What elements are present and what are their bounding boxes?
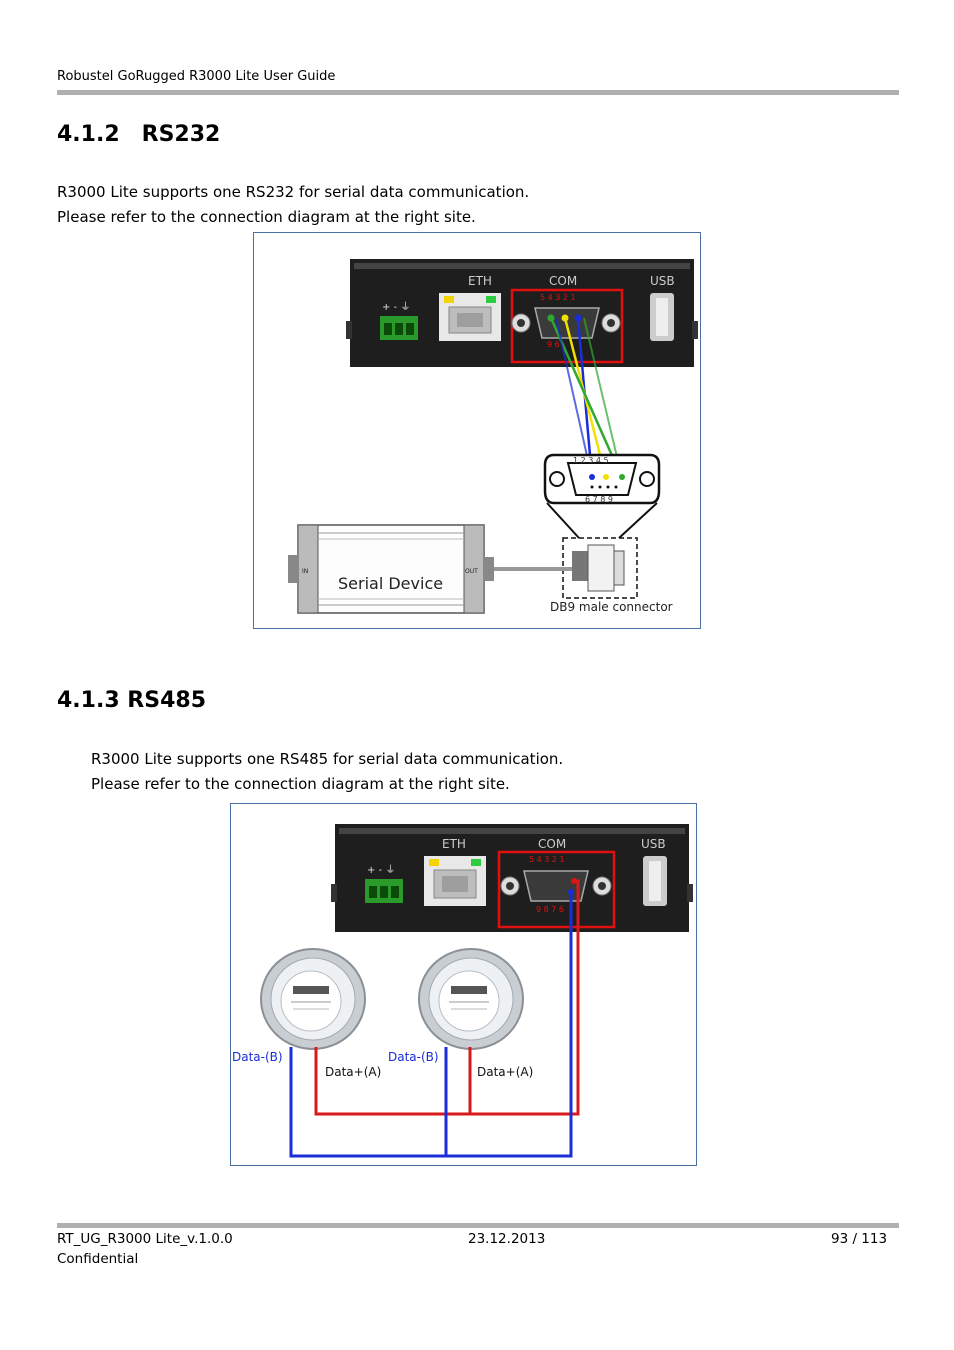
db9-male-connector: [587, 544, 615, 592]
router-body: [350, 259, 694, 367]
section-heading-rs485: 4.1.3 RS485: [57, 688, 207, 713]
com-pins-top: 5 4 3 2 1: [540, 293, 576, 302]
rs232-paragraph-1: R3000 Lite supports one RS232 for serial…: [57, 183, 530, 201]
meter1-data-plus-label: Data+(A): [325, 1065, 381, 1079]
eth-led-green: [486, 296, 496, 303]
section-title: RS232: [141, 122, 221, 147]
wire-data-minus-b: [444, 892, 573, 1158]
footer-page-number: 93 / 113: [831, 1231, 888, 1247]
rs485-paragraph-1: R3000 Lite supports one RS485 for serial…: [91, 750, 564, 768]
eth-label: ETH: [442, 837, 466, 851]
db9-pins-top: 1 2 3 4 5: [573, 456, 609, 465]
footer-classification: Confidential: [57, 1251, 139, 1267]
db9-connector-label: DB9 male connector: [550, 600, 673, 614]
com-pins-bottom: 9 6: [547, 340, 560, 349]
serial-device-label: Serial Device: [338, 574, 443, 593]
eth-led-yellow: [444, 296, 454, 303]
meter2-data-minus-label: Data-(B): [388, 1050, 439, 1064]
usb-label: USB: [641, 837, 666, 851]
com-pins-bottom: 9 8 7 6: [536, 905, 564, 914]
power-label: + - ⏚: [382, 301, 410, 313]
eth-led-yellow: [429, 859, 439, 866]
rs232-connection-diagram: + - ⏚ ETH COM 5 4 3 2 1 9 6 USB: [253, 232, 701, 629]
serial-device-out-label: OUT: [465, 568, 478, 575]
power-label: + - ⏚: [367, 864, 395, 876]
meter2-data-plus-label: Data+(A): [477, 1065, 533, 1079]
footer-date: 23.12.2013: [468, 1231, 546, 1247]
energy-meter-2: [418, 948, 524, 1050]
rs232-paragraph-2: Please refer to the connection diagram a…: [57, 208, 476, 226]
rs485-paragraph-2: Please refer to the connection diagram a…: [91, 775, 510, 793]
db9-pins-bottom: 6 7 8 9: [585, 495, 613, 504]
wire-data-plus-a: [468, 879, 580, 1116]
rs485-connection-diagram: + - ⏚ ETH COM 5 4 3 2 1 9 8 7 6 USB: [230, 803, 697, 1166]
meter1-data-minus-label: Data-(B): [232, 1050, 283, 1064]
com-pins-top: 5 4 3 2 1: [529, 855, 565, 864]
section-heading-rs232: 4.1.2 RS232: [57, 122, 220, 147]
rs485-diagram-svg: + - ⏚ ETH COM 5 4 3 2 1 9 8 7 6 USB: [232, 824, 693, 1158]
serial-device: [297, 524, 485, 614]
section-number: 4.1.2: [57, 122, 120, 147]
connector-dashed-box: [562, 537, 638, 599]
footer-doc-id: RT_UG_R3000 Lite_v.1.0.0: [57, 1231, 233, 1247]
footer-rule: [57, 1223, 899, 1228]
eth-label: ETH: [468, 274, 492, 288]
com-label: COM: [538, 837, 566, 851]
com-highlight-box: [497, 850, 616, 929]
serial-device-in-label: IN: [302, 568, 308, 575]
usb-label: USB: [650, 274, 675, 288]
rs232-diagram-svg: + - ⏚ ETH COM 5 4 3 2 1 9 6 USB: [288, 259, 698, 614]
eth-led-green: [471, 859, 481, 866]
header-rule: [57, 90, 899, 95]
page-header-title: Robustel GoRugged R3000 Lite User Guide: [57, 69, 336, 84]
energy-meter-1: [260, 948, 366, 1050]
com-label: COM: [549, 274, 577, 288]
